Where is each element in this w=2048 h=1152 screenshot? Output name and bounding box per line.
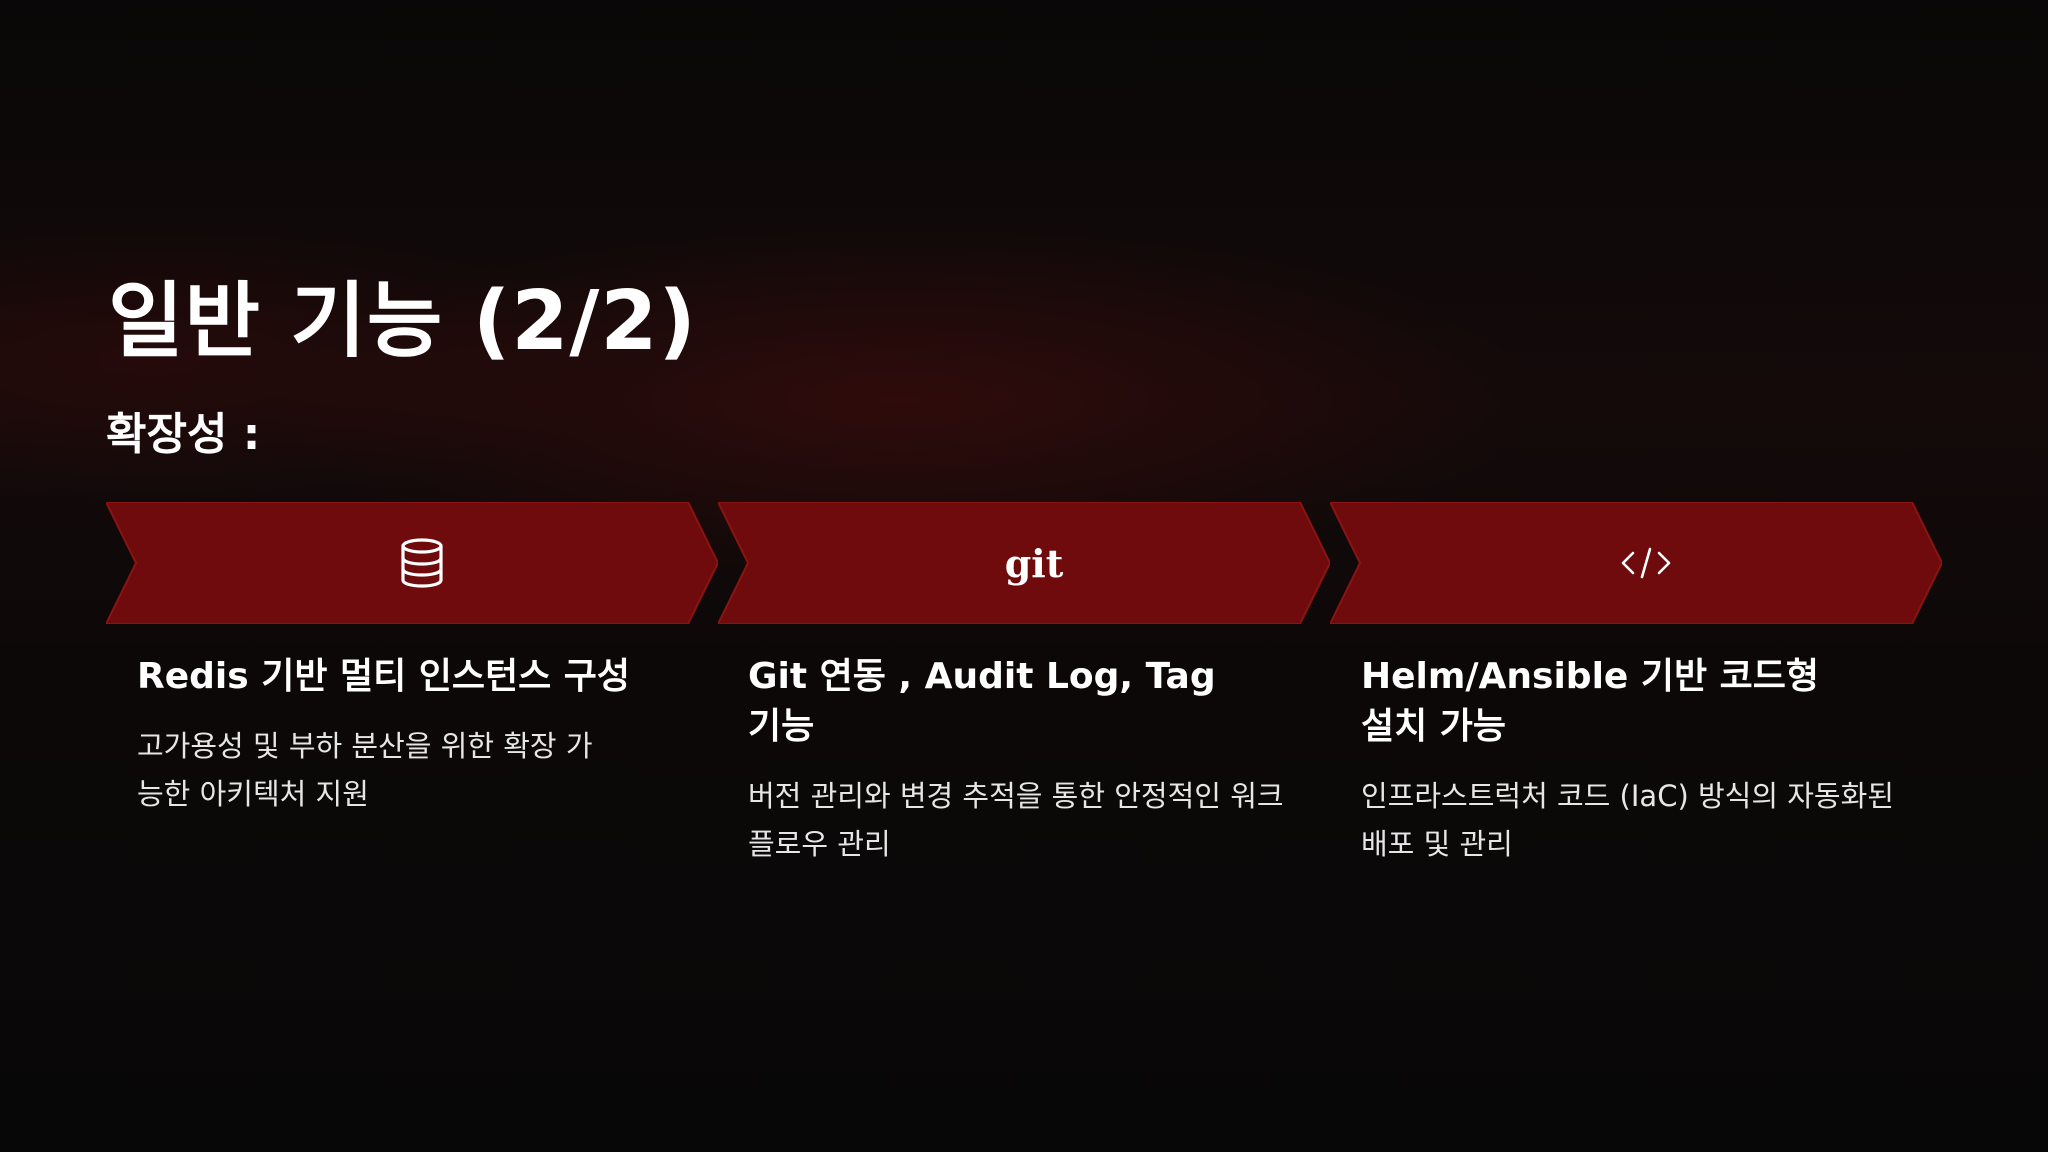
chevron-shape (1330, 502, 1942, 624)
card-description: 고가용성 및 부하 분산을 위한 확장 가능한 아키텍처 지원 (137, 729, 593, 811)
section-subtitle: 확장성 : (106, 409, 261, 460)
page-title: 일반 기능 (2/2) (108, 274, 697, 369)
chevron-step-2: git (718, 502, 1330, 624)
database-icon (106, 502, 718, 624)
chevron-step-1 (106, 502, 718, 624)
chevron-shape (718, 502, 1330, 624)
card-description: 인프라스트럭처 코드 (IaC) 방식의 자동화된 배포 및 관리 (1361, 779, 1894, 861)
card-3: Helm/Ansible 기반 코드형 설치 가능 인프라스트럭처 코드 (Ia… (1361, 652, 1921, 868)
card-heading: Helm/Ansible 기반 코드형 설치 가능 (1361, 656, 1819, 747)
card-1: Redis 기반 멀티 인스턴스 구성 고가용성 및 부하 분산을 위한 확장 … (137, 652, 697, 818)
chevron-step-3 (1330, 502, 1942, 624)
code-icon (1330, 502, 1942, 624)
git-icon: git (718, 502, 1330, 624)
card-heading: Redis 기반 멀티 인스턴스 구성 (137, 656, 631, 697)
card-heading: Git 연동 , Audit Log, Tag 기능 (748, 656, 1216, 747)
card-description: 버전 관리와 변경 추적을 통한 안정적인 워크플로우 관리 (748, 779, 1284, 861)
card-2: Git 연동 , Audit Log, Tag 기능 버전 관리와 변경 추적을… (748, 652, 1308, 868)
git-icon-label: git (1004, 540, 1064, 586)
